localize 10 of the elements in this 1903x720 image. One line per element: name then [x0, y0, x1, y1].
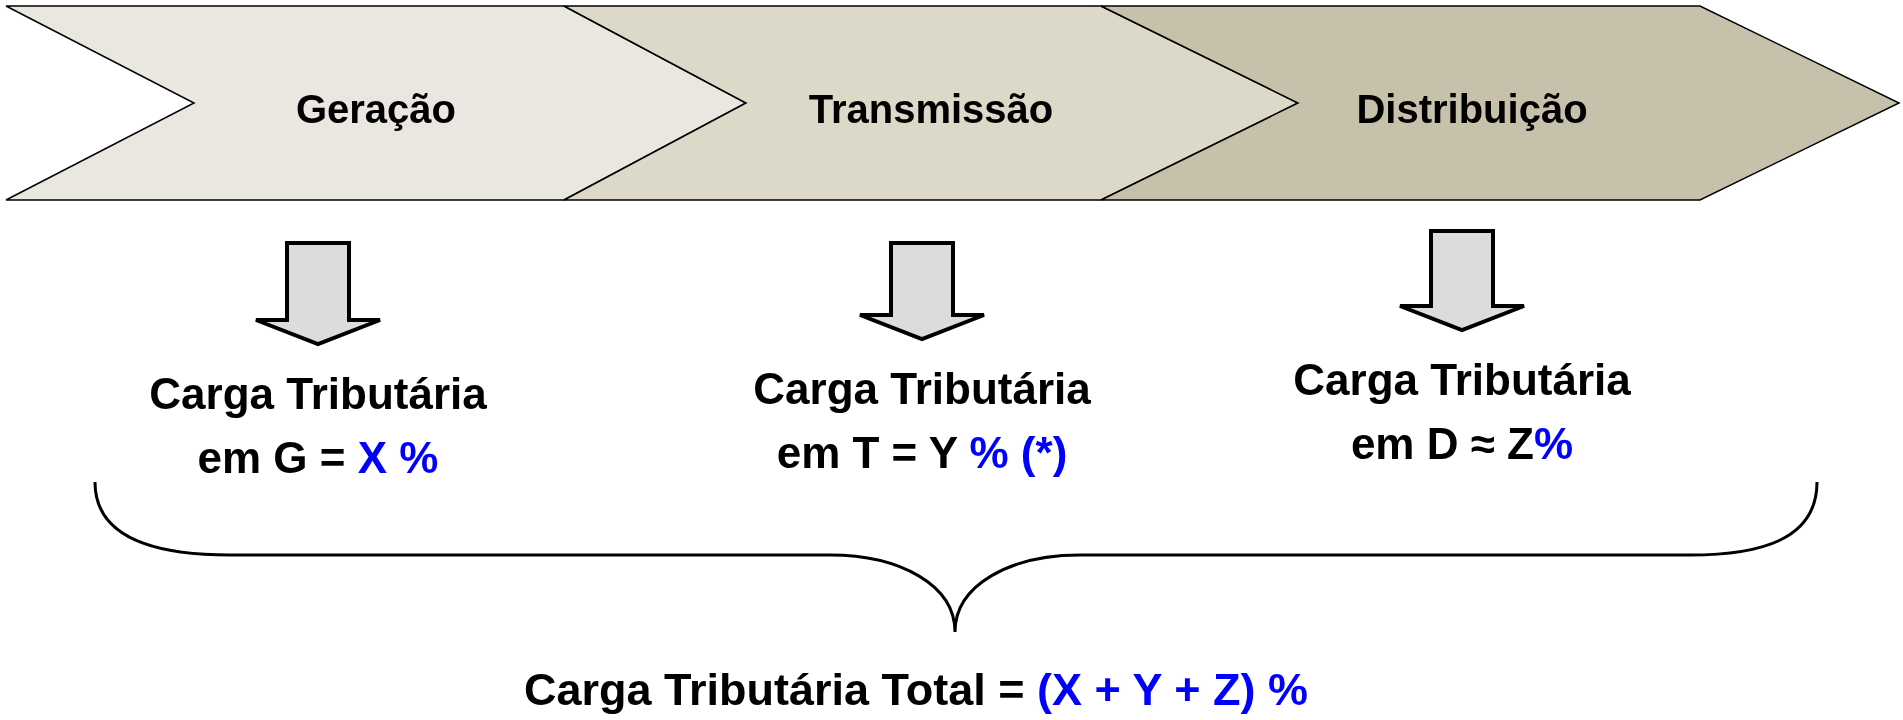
tax-text: Carga Tributária em D ≈ Z% [1292, 354, 1632, 470]
tax-text: Carga Tributária em T = Y % (*) [752, 363, 1092, 479]
block-arrow [254, 241, 382, 347]
stage-label: Distribuição [1356, 86, 1588, 132]
stage-label: Transmissão [808, 86, 1054, 132]
block-arrow [1398, 229, 1526, 333]
total-formula: Carga Tributária Total = (X + Y + Z) % [524, 664, 1308, 716]
stage-label: Geração [295, 86, 457, 132]
block-arrow [858, 241, 986, 342]
tax-text: Carga Tributária em G = X % [148, 368, 488, 484]
